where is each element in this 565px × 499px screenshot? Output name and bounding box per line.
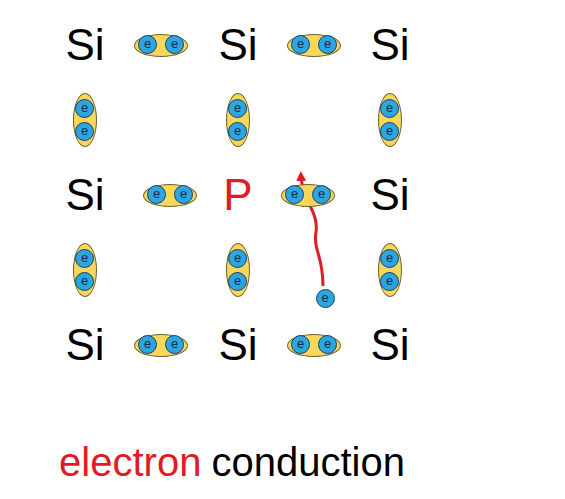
electron: e bbox=[380, 99, 399, 118]
electron-symbol: e bbox=[381, 250, 398, 266]
covalent-bond: ee bbox=[281, 184, 335, 207]
electron: e bbox=[291, 35, 310, 54]
electron: e bbox=[228, 122, 247, 141]
covalent-bond: ee bbox=[73, 93, 97, 147]
electron-symbol: e bbox=[148, 186, 165, 202]
caption-word: conduction bbox=[211, 442, 404, 482]
electron-symbol: e bbox=[319, 36, 336, 52]
covalent-bond: ee bbox=[226, 93, 250, 147]
electron: e bbox=[75, 249, 94, 268]
electron-symbol: e bbox=[229, 100, 246, 116]
silicon-atom: Si bbox=[218, 23, 257, 67]
phosphorus-atom: P bbox=[223, 173, 252, 217]
electron-symbol: e bbox=[229, 123, 246, 139]
electron-symbol: e bbox=[286, 186, 303, 202]
electron: e bbox=[165, 35, 184, 54]
electron: e bbox=[285, 185, 304, 204]
silicon-atom: Si bbox=[65, 23, 104, 67]
electron-symbol: e bbox=[292, 36, 309, 52]
electron-symbol: e bbox=[229, 273, 246, 289]
covalent-bond: ee bbox=[226, 243, 250, 297]
electron-symbol: e bbox=[319, 336, 336, 352]
electron-symbol: e bbox=[76, 273, 93, 289]
electron: e bbox=[318, 35, 337, 54]
electron: e bbox=[138, 35, 157, 54]
silicon-atom: Si bbox=[218, 323, 257, 367]
electron-symbol: e bbox=[313, 186, 330, 202]
electron: e bbox=[291, 335, 310, 354]
electron: e bbox=[380, 272, 399, 291]
covalent-bond: ee bbox=[378, 243, 402, 297]
electron: e bbox=[380, 122, 399, 141]
electron-symbol: e bbox=[139, 36, 156, 52]
electron: e bbox=[147, 185, 166, 204]
electron-symbol: e bbox=[317, 290, 334, 306]
electron: e bbox=[312, 185, 331, 204]
covalent-bond: ee bbox=[287, 34, 341, 57]
covalent-bond: ee bbox=[378, 93, 402, 147]
electron-symbol: e bbox=[166, 336, 183, 352]
electron: e bbox=[228, 272, 247, 291]
covalent-bond: ee bbox=[134, 34, 188, 57]
electron: e bbox=[318, 335, 337, 354]
caption-word: electron bbox=[59, 442, 201, 482]
electron-symbol: e bbox=[166, 36, 183, 52]
electron-symbol: e bbox=[139, 336, 156, 352]
electron-symbol: e bbox=[381, 273, 398, 289]
silicon-atom: Si bbox=[65, 173, 104, 217]
electron-symbol: e bbox=[381, 123, 398, 139]
electron: e bbox=[75, 122, 94, 141]
electron-symbol: e bbox=[229, 250, 246, 266]
covalent-bond: ee bbox=[134, 334, 188, 357]
covalent-bond: ee bbox=[73, 243, 97, 297]
silicon-atom: Si bbox=[370, 23, 409, 67]
electron-symbol: e bbox=[76, 250, 93, 266]
electron: e bbox=[228, 99, 247, 118]
covalent-bond: ee bbox=[287, 334, 341, 357]
electron: e bbox=[138, 335, 157, 354]
electron: e bbox=[228, 249, 247, 268]
silicon-atom: Si bbox=[65, 323, 104, 367]
electron: e bbox=[165, 335, 184, 354]
electron-symbol: e bbox=[76, 123, 93, 139]
electron-symbol: e bbox=[292, 336, 309, 352]
electron-symbol: e bbox=[381, 100, 398, 116]
electron: e bbox=[380, 249, 399, 268]
electron: e bbox=[75, 272, 94, 291]
electron: e bbox=[75, 99, 94, 118]
electron: e bbox=[174, 185, 193, 204]
free-electron: e bbox=[316, 289, 335, 308]
silicon-atom: Si bbox=[370, 173, 409, 217]
electron-symbol: e bbox=[76, 100, 93, 116]
covalent-bond: ee bbox=[143, 184, 197, 207]
electron-symbol: e bbox=[175, 186, 192, 202]
silicon-atom: Si bbox=[370, 323, 409, 367]
